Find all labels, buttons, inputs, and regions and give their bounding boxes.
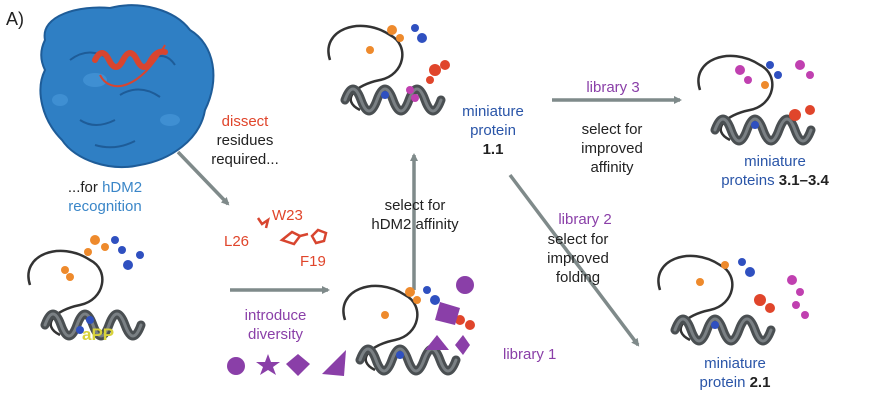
lib3-line1: select for	[581, 121, 643, 138]
panel-label: A)	[6, 9, 24, 29]
for-hdm2-name: hDM2	[102, 179, 143, 196]
dissect-line1: dissect	[221, 113, 269, 130]
introduce-line2: diversity	[247, 326, 303, 343]
for-hdm2-label: ...for hDM2 recognition	[40, 178, 170, 216]
mini3-line1: miniature	[744, 153, 806, 170]
library2-title: library 2	[558, 211, 612, 228]
miniature-2-1-label: miniature protein 2.1	[685, 354, 785, 392]
lib3-line3: affinity	[590, 159, 634, 176]
mini3-number: 3.1–3.4	[778, 172, 829, 189]
library1-label: library 1	[503, 346, 557, 363]
miniature-3-label: miniature proteins 3.1–3.4	[705, 152, 845, 190]
app-orange-residues	[61, 235, 109, 281]
introduce-label: introduce diversity	[228, 306, 323, 344]
select-hdm2-line2: hDM2 affinity	[371, 216, 459, 233]
miniature-1-1-label: miniature protein 1.1	[448, 102, 538, 159]
library1-protein	[343, 276, 475, 371]
mini11-line2: protein	[470, 122, 516, 139]
app-blue-residues	[76, 236, 144, 334]
hdm2-bound-helix	[92, 44, 168, 88]
mini21-line1: miniature	[704, 355, 766, 372]
mini3-line2: proteins	[721, 172, 775, 189]
library3-desc: select for improved affinity	[562, 120, 662, 177]
mini21-line2: protein	[699, 374, 746, 391]
lib3-line2: improved	[581, 140, 643, 157]
lib2-line2: improved	[547, 250, 609, 267]
l26-label: L26	[224, 233, 250, 250]
for-prefix: ...for	[67, 179, 98, 196]
select-hdm2-label: select for hDM2 affinity	[355, 196, 475, 234]
residue-fragments	[256, 217, 328, 246]
select-hdm2-line1: select for	[384, 197, 446, 214]
mini21-number: 2.1	[749, 374, 771, 391]
lib2-line3: folding	[555, 269, 601, 286]
introduce-line1: introduce	[244, 307, 307, 324]
lib2-line1: select for	[547, 231, 609, 248]
protein-2-1	[658, 256, 809, 341]
w23-label: W23	[272, 207, 303, 224]
f19-label: F19	[300, 253, 326, 270]
dissect-label: dissect residues required...	[200, 112, 290, 169]
library2-desc: select for improved folding	[528, 230, 628, 287]
arrow-dissect	[176, 150, 230, 206]
protein-1-1	[328, 24, 450, 111]
mini11-number: 1.1	[482, 141, 504, 158]
diversity-shapes	[227, 350, 346, 376]
dissect-line3: required...	[211, 151, 279, 168]
mini11-line1: miniature	[462, 103, 524, 120]
dissect-line2: residues	[216, 132, 274, 149]
app-label: aPP	[82, 325, 115, 344]
hdm2-surface	[39, 4, 215, 169]
protein-3	[698, 56, 815, 141]
arrow-library2	[508, 173, 640, 347]
app-protein	[28, 235, 144, 336]
for-recognition: recognition	[68, 198, 142, 215]
library3-title: library 3	[586, 79, 640, 96]
